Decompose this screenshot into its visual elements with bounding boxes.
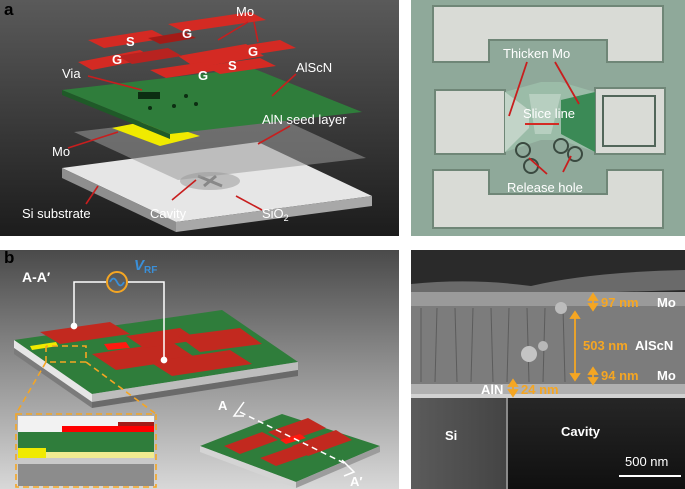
panel-b: VRF A-A′ xyxy=(0,250,399,489)
pad-label: G xyxy=(112,52,122,67)
label-aln-seed: AlN seed layer xyxy=(262,112,347,127)
pad-label: G xyxy=(248,44,258,59)
pad-label: G xyxy=(182,26,192,41)
sem-layers xyxy=(411,270,685,489)
panel-b-label: b xyxy=(4,250,15,267)
annotation-arrows xyxy=(67,21,297,211)
a-prime-marker: A′ xyxy=(350,474,363,489)
scale-bar-label: 500 nm xyxy=(625,454,668,469)
label-slice-line: Slice line xyxy=(523,106,575,121)
a-marker: A xyxy=(218,398,228,413)
label-thicken-mo: Thicken Mo xyxy=(503,46,570,61)
vrf-label: VRF xyxy=(134,257,157,276)
rf-source-icon xyxy=(106,271,128,293)
panel-a: S G G G S G Mo Via AlScN AlN seed layer … xyxy=(0,0,399,236)
alscn-material: AlScN xyxy=(635,338,673,353)
mo-top-thickness: 97 nm xyxy=(601,295,639,310)
rf-source-wiring xyxy=(70,281,168,364)
annotation-labels: Thicken Mo Slice line Release hole xyxy=(503,46,583,195)
label-mo-bottom: Mo xyxy=(52,144,70,159)
label-sio2: SiO2 xyxy=(262,206,289,223)
mo-top-material: Mo xyxy=(657,295,676,310)
cross-section-inset xyxy=(18,416,154,486)
top-mo-electrodes xyxy=(78,12,296,78)
main-device xyxy=(14,310,298,408)
panel-d-figure: 97 nm Mo 503 nm AlScN 94 nm Mo AlN 24 nm… xyxy=(411,250,685,489)
section-label: A-A′ xyxy=(22,269,51,285)
pad-label: S xyxy=(228,58,237,73)
annotation-labels: Mo Via AlScN AlN seed layer Mo Si substr… xyxy=(22,4,347,223)
panel-a-figure: S G G G S G Mo Via AlScN AlN seed layer … xyxy=(0,0,399,236)
label-cavity: Cavity xyxy=(150,206,187,221)
label-release-hole: Release hole xyxy=(507,180,583,195)
label-alscn: AlScN xyxy=(296,60,332,75)
label-si-substrate: Si substrate xyxy=(22,206,91,221)
aln-thickness: 24 nm xyxy=(521,382,559,397)
alscn-thickness: 503 nm xyxy=(583,338,628,353)
panel-c-figure: Thicken Mo Slice line Release hole xyxy=(411,0,685,236)
pad-label: G xyxy=(198,68,208,83)
panel-a-label: a xyxy=(4,0,14,19)
si-label: Si xyxy=(445,428,457,443)
pad-labels: S G G G S G xyxy=(112,26,258,83)
alscn-layer xyxy=(62,68,362,139)
panel-c: Thicken Mo Slice line Release hole c xyxy=(411,0,685,236)
panel-d: 97 nm Mo 503 nm AlScN 94 nm Mo AlN 24 nm… xyxy=(411,250,685,489)
resonator-area xyxy=(505,82,595,174)
micrograph-pads xyxy=(432,5,666,229)
scale-bar: 500 nm xyxy=(619,454,681,477)
mo-bottom-thickness: 94 nm xyxy=(601,368,639,383)
annotation-arrows xyxy=(508,61,580,175)
mo-bottom-material: Mo xyxy=(657,368,676,383)
panel-b-figure: VRF A-A′ xyxy=(0,250,399,489)
thickness-markers xyxy=(507,292,599,398)
label-mo-top: Mo xyxy=(236,4,254,19)
cavity-label: Cavity xyxy=(561,424,601,439)
pad-label: S xyxy=(126,34,135,49)
zoom-guides xyxy=(15,345,157,488)
small-device xyxy=(200,401,380,488)
aln-material: AlN xyxy=(481,382,503,397)
label-via: Via xyxy=(62,66,81,81)
thickness-labels: 97 nm Mo 503 nm AlScN 94 nm Mo AlN 24 nm… xyxy=(445,295,676,443)
